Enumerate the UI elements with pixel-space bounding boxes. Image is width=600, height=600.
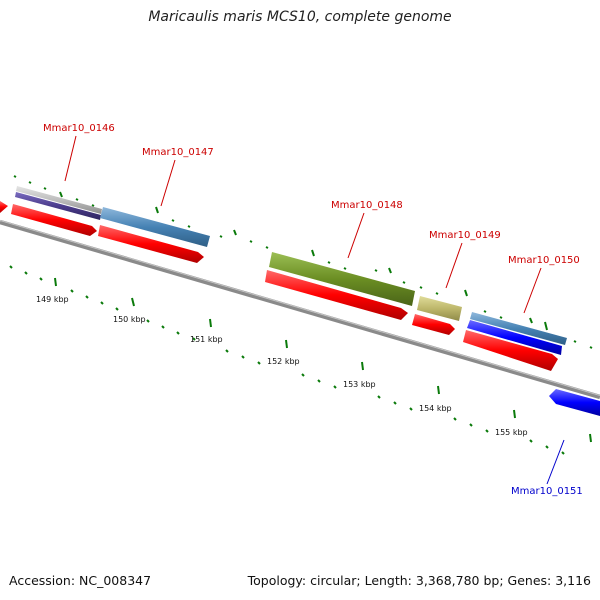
scale-label: 154 kbp <box>419 404 452 413</box>
cds-arrow[interactable] <box>11 204 97 236</box>
map-title: Maricaulis maris MCS10, complete genome <box>148 9 452 25</box>
olive-feature-box[interactable] <box>269 252 415 306</box>
reverse-cds-track <box>549 389 600 416</box>
scale-labels: 149 kbp 150 kbp 151 kbp 152 kbp 153 kbp … <box>36 295 528 437</box>
gene-labels: Mmar10_0146 Mmar10_0147 Mmar10_0148 Mmar… <box>43 123 583 497</box>
scale-label: 151 kbp <box>190 335 223 344</box>
cds-arrow[interactable] <box>412 314 455 335</box>
scale-label: 150 kbp <box>113 315 146 324</box>
gene-label[interactable]: Mmar10_0147 <box>142 147 214 158</box>
feature-track <box>15 186 567 355</box>
gene-label[interactable]: Mmar10_0146 <box>43 123 115 134</box>
reverse-cds-arrow[interactable] <box>549 389 600 416</box>
scale-label: 149 kbp <box>36 295 69 304</box>
gene-label[interactable]: Mmar10_0150 <box>508 255 580 266</box>
accession-text: Accession: NC_008347 <box>9 573 152 588</box>
label-leader-lines <box>64 135 565 485</box>
steelblue-feature-box[interactable] <box>470 312 567 345</box>
khaki-feature-box[interactable] <box>417 296 462 321</box>
gene-label[interactable]: Mmar10_0151 <box>511 486 583 497</box>
scale-label: 153 kbp <box>343 380 376 389</box>
purple-feature-box[interactable] <box>15 192 101 220</box>
gene-label[interactable]: Mmar10_0148 <box>331 200 403 211</box>
cds-arrow[interactable] <box>463 330 558 371</box>
cds-arrow[interactable] <box>265 270 408 320</box>
gray-feature-box[interactable] <box>16 186 102 214</box>
cds-arrow[interactable] <box>98 225 204 263</box>
outer-tick-ring <box>13 175 593 349</box>
steelblue-feature-box[interactable] <box>100 207 210 247</box>
gene-label[interactable]: Mmar10_0149 <box>429 230 501 241</box>
cds-arrow[interactable] <box>0 201 8 213</box>
blue-feature-box[interactable] <box>467 320 562 355</box>
forward-cds-track <box>0 201 558 371</box>
scale-label: 152 kbp <box>267 357 300 366</box>
scale-label: 155 kbp <box>495 428 528 437</box>
genome-backbone <box>0 219 600 400</box>
topology-text: Topology: circular; Length: 3,368,780 bp… <box>247 573 591 588</box>
inner-tick-ring <box>9 265 592 455</box>
